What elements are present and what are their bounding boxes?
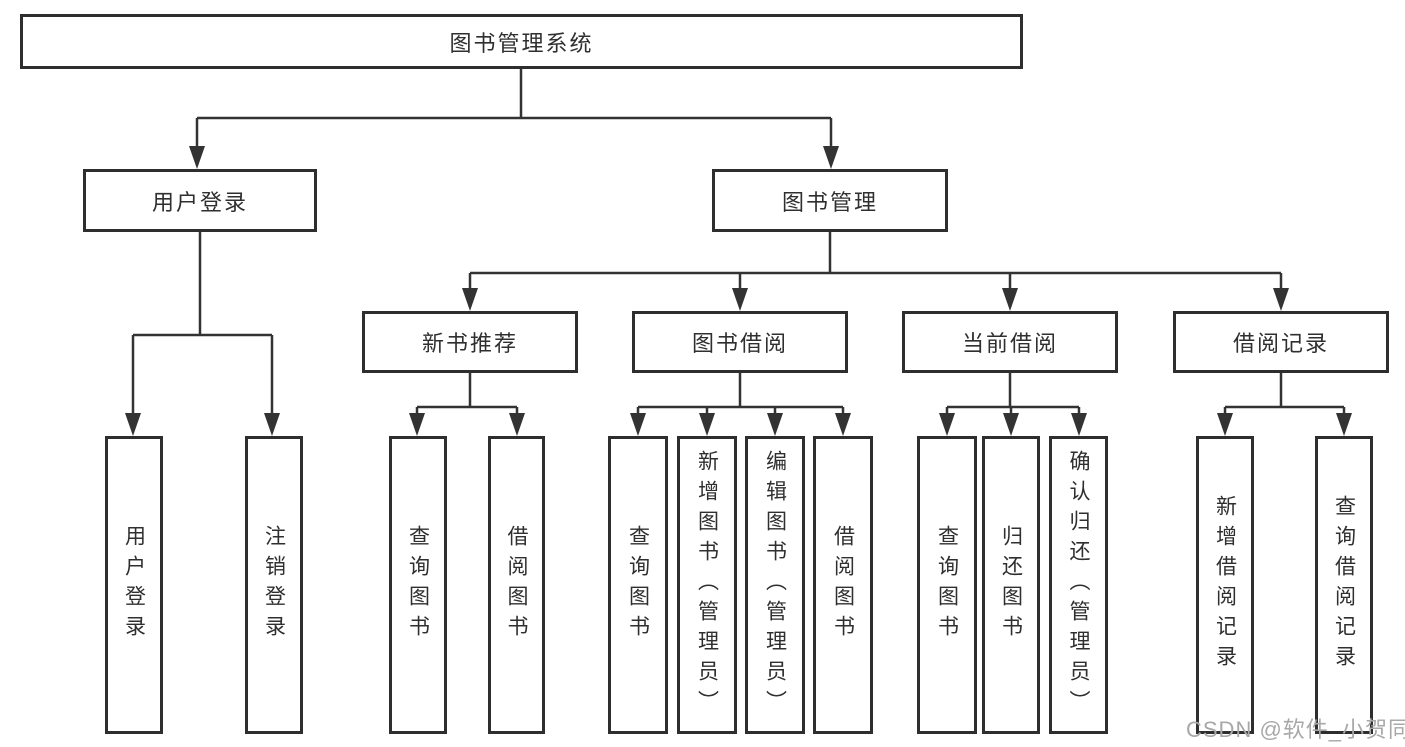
- leaf-borrow-books-borrowing-label: 借阅图书: [831, 525, 855, 645]
- leaf-borrow-books-recommend-label: 借阅图书: [505, 525, 528, 645]
- leaf-confirm-return-admin-label: 确认归还（管理员）: [1067, 450, 1090, 720]
- leaf-add-borrow-record: 新增借阅记录: [1196, 436, 1254, 734]
- csdn-watermark: CSDN @软件_小贺同学: [1186, 717, 1405, 742]
- leaf-query-books-recommend-label: 查询图书: [406, 525, 430, 645]
- node-new-book-recommendation-label: 新书推荐: [421, 331, 518, 356]
- node-book-borrowing: 图书借阅: [632, 311, 848, 373]
- leaf-borrow-books-borrowing: 借阅图书: [813, 436, 873, 734]
- node-book-borrowing-label: 图书借阅: [691, 331, 788, 356]
- leaf-query-borrow-record-label: 查询借阅记录: [1332, 495, 1356, 675]
- leaf-query-books-current-label: 查询图书: [935, 525, 959, 645]
- node-user-login-label: 用户登录: [151, 189, 248, 215]
- node-root: 图书管理系统: [20, 14, 1023, 69]
- leaf-logout: 注销登录: [245, 436, 303, 734]
- leaf-query-books-borrowing: 查询图书: [608, 436, 668, 734]
- leaf-user-login-label: 用户登录: [122, 525, 146, 645]
- node-borrowing-records-label: 借阅记录: [1232, 331, 1329, 356]
- leaf-return-book: 归还图书: [982, 436, 1040, 734]
- leaf-return-book-label: 归还图书: [999, 525, 1023, 645]
- arrowhead-icons: [125, 146, 1352, 436]
- leaf-logout-label: 注销登录: [262, 525, 286, 645]
- node-borrowing-records: 借阅记录: [1173, 311, 1389, 373]
- node-root-label: 图书管理系统: [449, 30, 594, 56]
- leaf-edit-book-admin-label: 编辑图书（管理员）: [763, 450, 787, 720]
- leaf-add-borrow-record-label: 新增借阅记录: [1213, 495, 1237, 675]
- node-user-login: 用户登录: [83, 169, 317, 232]
- node-book-management: 图书管理: [712, 169, 948, 232]
- node-current-borrowing: 当前借阅: [902, 311, 1118, 373]
- leaf-user-login: 用户登录: [105, 436, 163, 734]
- leaf-edit-book-admin: 编辑图书（管理员）: [745, 436, 805, 734]
- node-current-borrowing-label: 当前借阅: [961, 331, 1058, 356]
- node-book-management-label: 图书管理: [781, 189, 878, 215]
- node-new-book-recommendation: 新书推荐: [362, 311, 578, 373]
- leaf-add-book-admin: 新增图书（管理员）: [677, 436, 737, 734]
- leaf-confirm-return-admin: 确认归还（管理员）: [1049, 436, 1108, 734]
- leaf-query-borrow-record: 查询借阅记录: [1315, 436, 1373, 734]
- leaf-query-books-current: 查询图书: [917, 436, 977, 734]
- leaf-query-books-borrowing-label: 查询图书: [626, 525, 650, 645]
- leaf-query-books-recommend: 查询图书: [389, 436, 447, 734]
- leaf-add-book-admin-label: 新增图书（管理员）: [695, 450, 719, 720]
- leaf-borrow-books-recommend: 借阅图书: [488, 436, 545, 734]
